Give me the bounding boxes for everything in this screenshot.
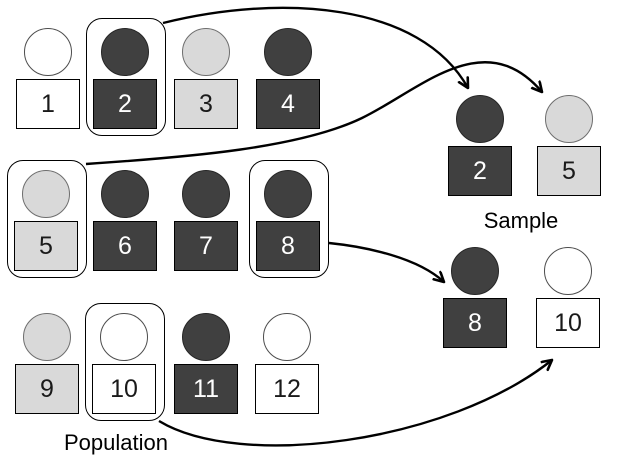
population-figure-2: 2	[86, 18, 166, 136]
population-figure-9: 9	[8, 303, 88, 421]
sample-label: Sample	[483, 208, 559, 233]
sample-figure-5: 5	[530, 85, 610, 203]
person-head-icon	[544, 247, 592, 295]
person-head-icon	[182, 313, 230, 361]
person-head-icon	[22, 170, 70, 218]
sample-figure-2: 2	[441, 85, 521, 203]
figure-number: 1	[16, 79, 80, 129]
figure-number: 10	[536, 298, 600, 348]
population-figure-1: 1	[9, 18, 89, 136]
figure-number: 9	[15, 364, 79, 414]
figure-number: 8	[256, 221, 320, 271]
person-head-icon	[545, 95, 593, 143]
population-figure-11: 11	[167, 303, 247, 421]
figure-number: 3	[174, 79, 238, 129]
figure-number: 12	[255, 364, 319, 414]
figure-number: 4	[256, 79, 320, 129]
population-figure-4: 4	[249, 18, 329, 136]
person-head-icon	[451, 247, 499, 295]
population-figure-10: 10	[85, 303, 165, 421]
arrow-population-8-to-sample	[328, 241, 444, 282]
person-head-icon	[264, 170, 312, 218]
person-head-icon	[182, 28, 230, 76]
figure-number: 2	[93, 79, 157, 129]
population-figure-5: 5	[7, 160, 87, 278]
population-figure-7: 7	[167, 160, 247, 278]
sample-figure-10: 10	[529, 237, 609, 355]
population-figure-3: 3	[167, 18, 247, 136]
population-figure-8: 8	[249, 160, 329, 278]
person-head-icon	[263, 313, 311, 361]
figure-number: 8	[443, 298, 507, 348]
figure-number: 6	[93, 221, 157, 271]
person-head-icon	[264, 28, 312, 76]
person-head-icon	[100, 313, 148, 361]
figure-number: 5	[14, 221, 78, 271]
person-head-icon	[456, 95, 504, 143]
sample-figure-8: 8	[436, 237, 516, 355]
population-figure-12: 12	[248, 303, 328, 421]
figure-number: 5	[537, 146, 601, 196]
person-head-icon	[182, 170, 230, 218]
person-head-icon	[101, 170, 149, 218]
person-head-icon	[23, 313, 71, 361]
figure-number: 10	[92, 364, 156, 414]
population-label: Population	[64, 430, 168, 455]
population-figure-6: 6	[86, 160, 166, 278]
figure-number: 7	[174, 221, 238, 271]
figure-number: 11	[174, 364, 238, 414]
figure-number: 2	[448, 146, 512, 196]
person-head-icon	[24, 28, 72, 76]
person-head-icon	[101, 28, 149, 76]
